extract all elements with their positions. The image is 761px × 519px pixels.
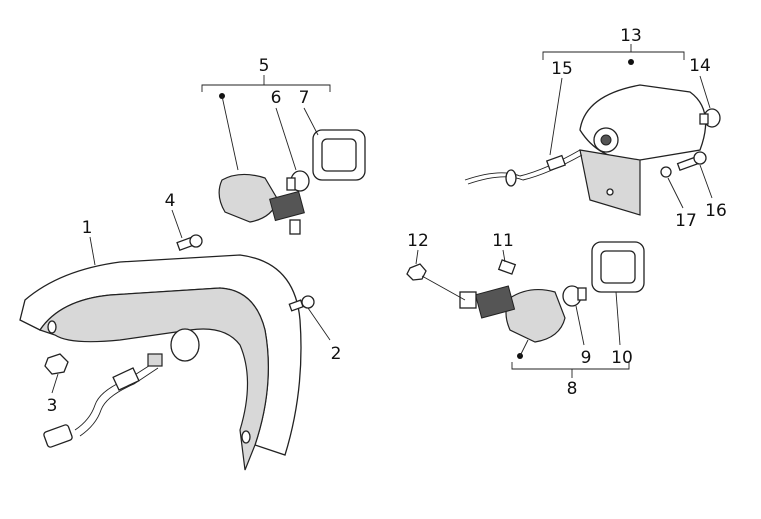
indicator-body[interactable] [218, 173, 305, 235]
bulb[interactable] [562, 285, 587, 307]
leader-lines [51, 75, 713, 394]
washer[interactable] [660, 166, 672, 178]
screw[interactable] [288, 295, 315, 312]
bulb[interactable] [286, 170, 310, 192]
callout-2: 2 [331, 344, 342, 364]
indicator-body[interactable] [459, 285, 566, 343]
callout-7: 7 [299, 88, 310, 108]
group-bracket [201, 44, 685, 378]
callout-14: 14 [689, 56, 711, 76]
nut[interactable] [406, 263, 427, 281]
tail-light-wiring[interactable] [43, 353, 163, 448]
callout-3: 3 [47, 396, 58, 416]
screw[interactable] [497, 259, 517, 275]
screw[interactable] [676, 151, 707, 172]
callout-11: 11 [492, 231, 514, 251]
callout-13: 13 [620, 26, 642, 46]
callout-10: 10 [611, 348, 633, 368]
callout-8: 8 [567, 379, 578, 399]
callout-12: 12 [407, 231, 429, 251]
nut[interactable] [44, 353, 69, 375]
callout-16: 16 [705, 201, 727, 221]
callout-6: 6 [271, 88, 282, 108]
bulb[interactable] [699, 108, 721, 128]
callout-4: 4 [165, 191, 176, 211]
indicator-lens[interactable] [312, 129, 366, 181]
indicator-lens[interactable] [591, 241, 645, 293]
screw[interactable] [176, 234, 203, 251]
license-plate-light[interactable] [579, 84, 707, 216]
tail-light-housing[interactable] [19, 254, 302, 471]
callout-5: 5 [259, 56, 270, 76]
callout-1: 1 [82, 218, 93, 238]
callout-15: 15 [551, 59, 573, 79]
callout-9: 9 [581, 348, 592, 368]
wire-harness[interactable] [464, 149, 583, 187]
callout-17: 17 [675, 211, 697, 231]
